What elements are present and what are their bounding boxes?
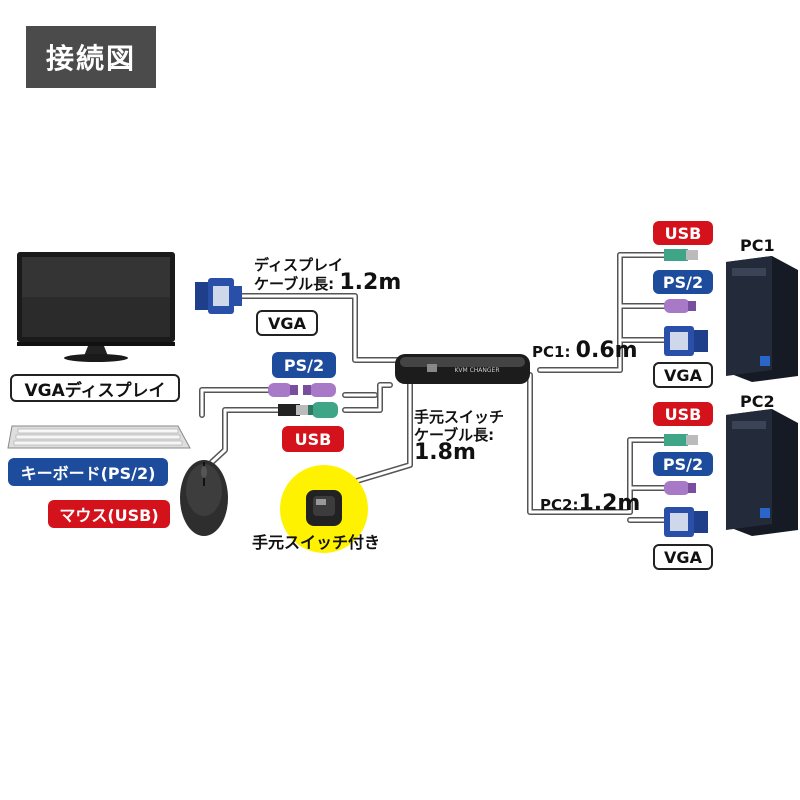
tag-usb-left: USB	[282, 426, 344, 452]
ps2-connector-icon	[268, 383, 336, 397]
pc2-cable-length: 1.2m	[578, 491, 641, 516]
remote-switch-label: 手元スイッチ付き	[252, 533, 381, 552]
pc1-cable-label: PC1: 0.6m	[532, 338, 638, 363]
ps2-green-connector-icon	[305, 402, 338, 418]
tag-pc1-usb: USB	[653, 221, 713, 245]
display-cable-label: ディスプレイ ケーブル長: 1.2m	[254, 256, 402, 295]
pc2-label: PC2	[740, 392, 775, 411]
tag-keyboard: キーボード(PS/2)	[8, 458, 168, 486]
usb-connector-icon	[278, 404, 308, 416]
tag-pc2-vga: VGA	[653, 544, 713, 570]
vga-connector-icon	[664, 507, 708, 537]
page-title: 接続図	[26, 26, 156, 88]
tag-mouse: マウス(USB)	[48, 500, 170, 528]
display-cable-length: 1.2m	[339, 270, 402, 295]
pc1-cable-length: 0.6m	[575, 338, 638, 363]
ps2-connector-icon	[664, 299, 696, 313]
kvm-label: KVM CHANGER	[454, 367, 499, 374]
tag-pc1-vga: VGA	[653, 362, 713, 388]
mouse-icon	[180, 460, 228, 536]
kvm-switch-icon: KVM CHANGER	[395, 354, 530, 384]
tag-ps2-left: PS/2	[272, 352, 336, 378]
vga-connector-icon	[195, 278, 242, 314]
monitor-icon	[17, 252, 175, 362]
pc-tower-icon	[726, 409, 798, 536]
pc2-cable-label: PC2:1.2m	[540, 491, 641, 516]
usb-connector-icon	[664, 434, 698, 446]
tag-pc2-ps2: PS/2	[653, 452, 713, 476]
tag-vga-left: VGA	[256, 310, 318, 336]
keyboard-icon	[7, 425, 191, 449]
switch-cable-label: 手元スイッチ ケーブル長: 1.8m	[414, 408, 505, 465]
pc1-label: PC1	[740, 236, 775, 255]
tag-vga-display: VGAディスプレイ	[10, 374, 180, 402]
pc-tower-icon	[726, 256, 798, 382]
remote-switch-icon	[306, 490, 342, 526]
usb-connector-icon	[664, 249, 698, 261]
vga-connector-icon	[664, 326, 708, 356]
switch-cable-length: 1.8m	[414, 440, 476, 465]
ps2-connector-icon	[664, 481, 696, 495]
tag-pc1-ps2: PS/2	[653, 270, 713, 294]
tag-pc2-usb: USB	[653, 402, 713, 426]
